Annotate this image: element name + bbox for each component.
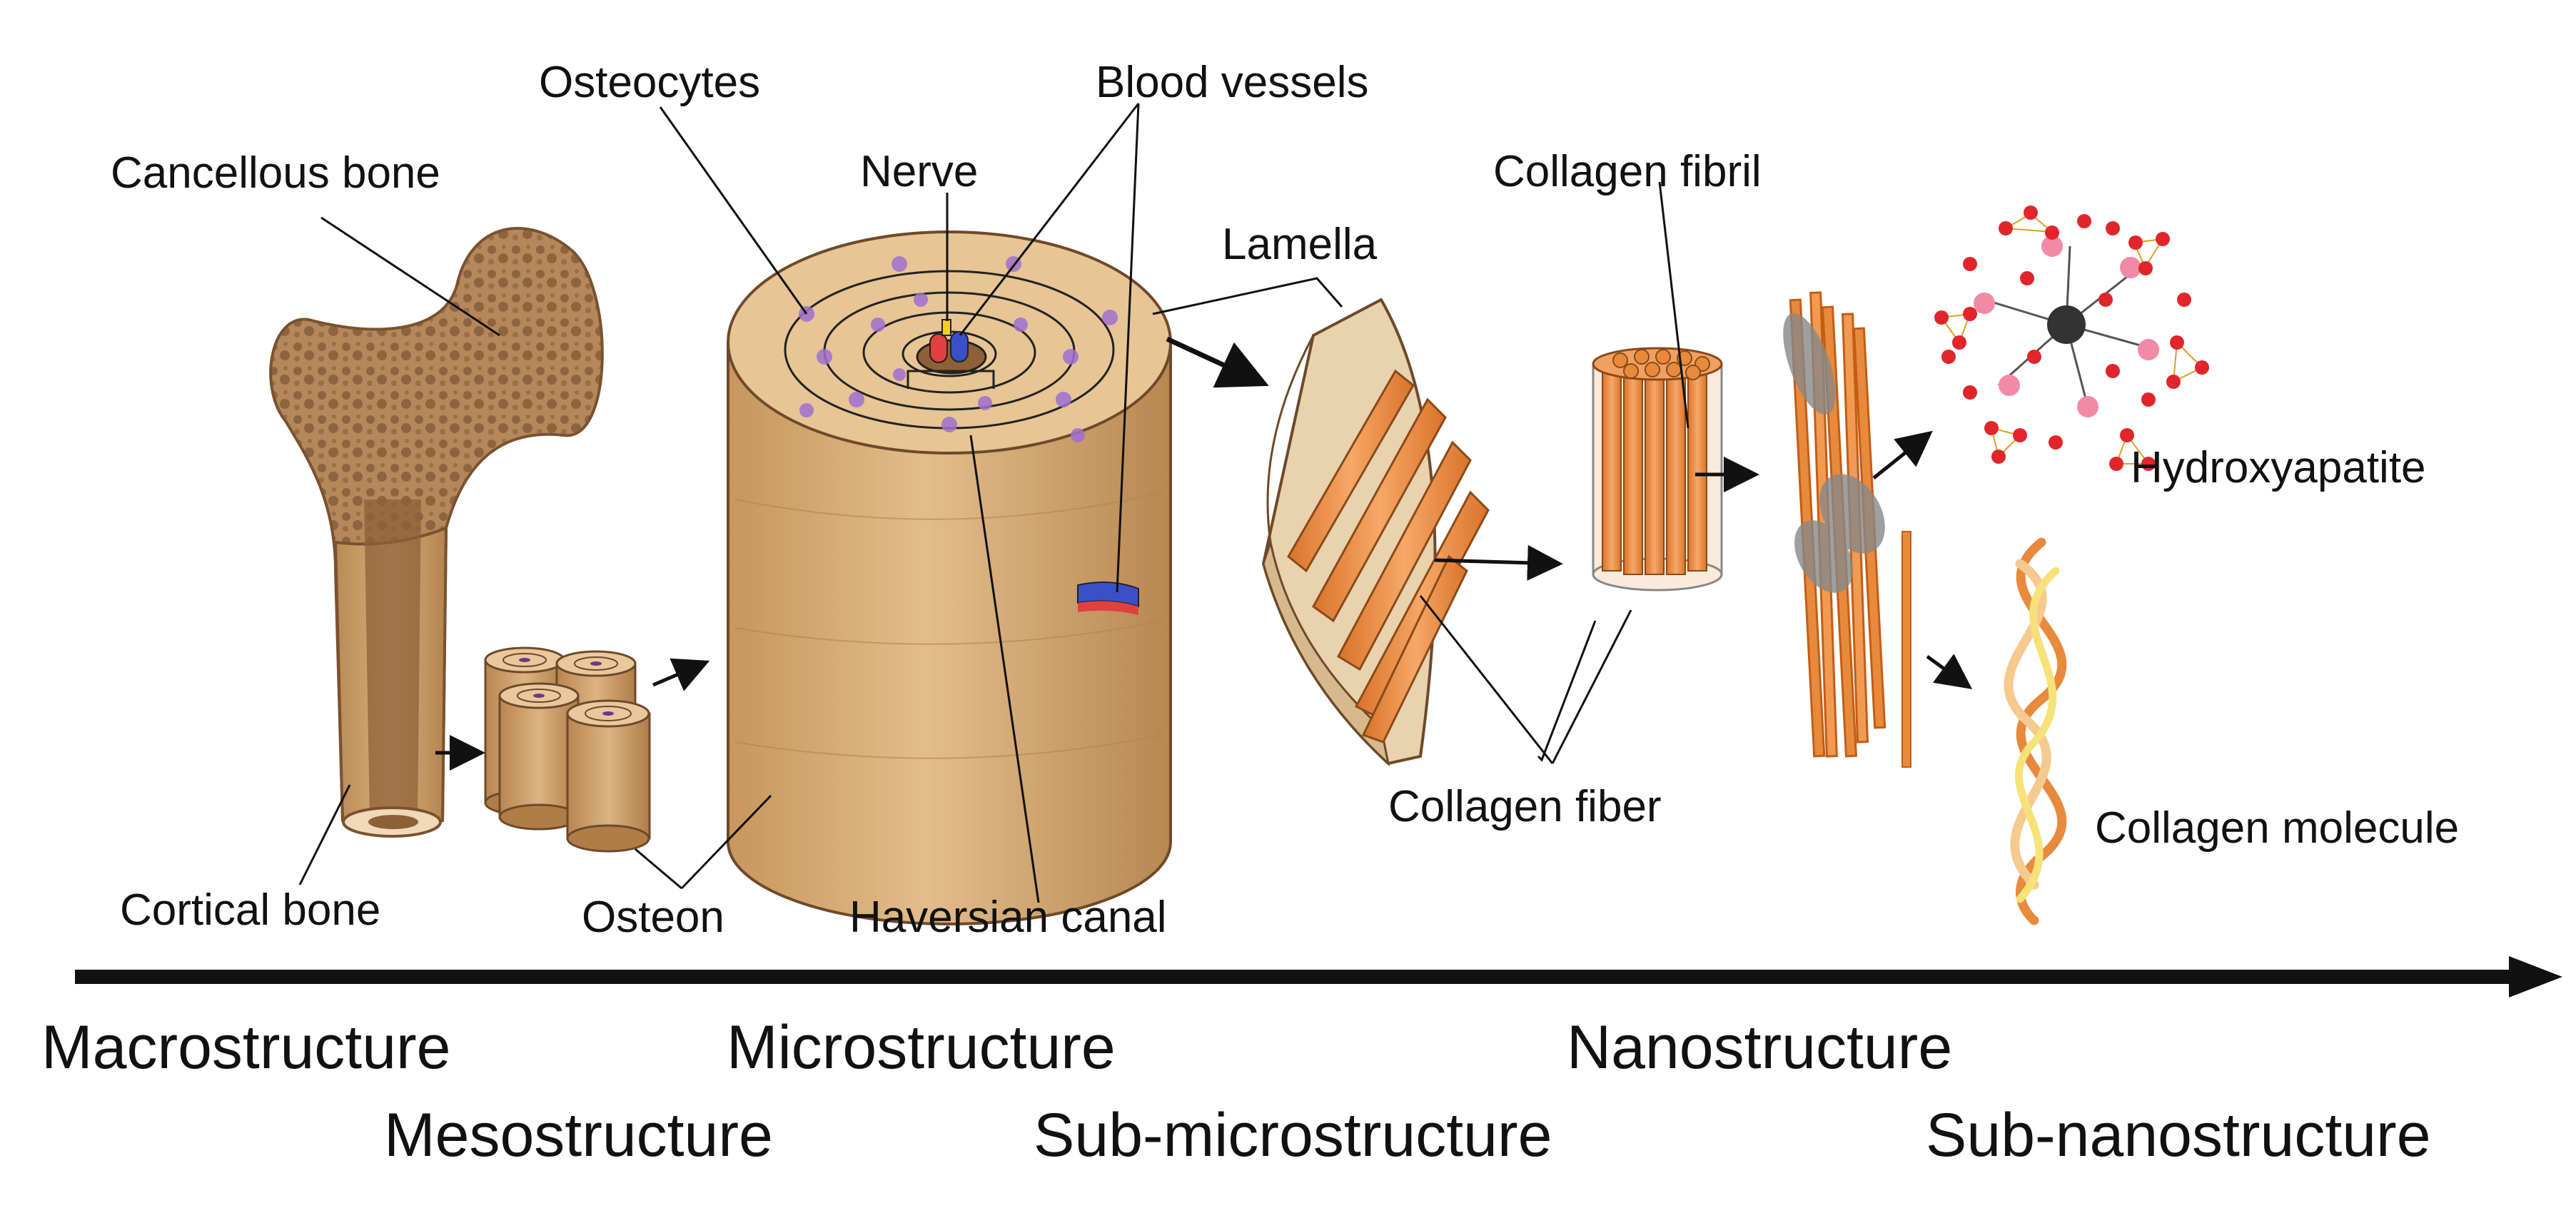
label-lamella: Lamella	[1222, 220, 1378, 269]
scale-sub-nanostructure: Sub-nanostructure	[1926, 1101, 2431, 1169]
label-haversian-canal: Haversian canal	[849, 893, 1167, 942]
label-collagen-fibril: Collagen fibril	[1493, 147, 1762, 196]
osteon-cylinder	[727, 230, 1172, 925]
arrow-fibril-to-molecule	[1926, 654, 1973, 689]
oxygen-ions	[1934, 205, 2209, 471]
osteon-front-left	[498, 682, 580, 831]
single-fibril	[1901, 531, 1911, 768]
collagen-fibrils	[1783, 291, 1911, 768]
leader-lines	[298, 103, 1689, 903]
scale-axis-arrowhead	[2509, 956, 2562, 998]
lamella-fibers	[1287, 369, 1490, 744]
osteon-cluster	[484, 646, 651, 853]
label-blood-vessels: Blood vessels	[1096, 58, 1369, 107]
collagen-fiber-bundle	[1592, 347, 1723, 592]
label-cortical-bone: Cortical bone	[120, 885, 381, 935]
process-arrows	[435, 336, 1973, 771]
lamella-wedge	[1261, 298, 1490, 767]
arrow-fibril-to-hydroxyapatite	[1872, 430, 1933, 479]
mineral-deposits	[1783, 313, 1885, 593]
artery	[929, 333, 948, 363]
scale-macrostructure: Macrostructure	[41, 1013, 451, 1082]
scale-microstructure: Microstructure	[727, 1013, 1116, 1082]
label-osteon: Osteon	[582, 893, 724, 942]
scale-axis	[75, 956, 2562, 998]
nerve-fiber	[941, 319, 951, 336]
arrow-osteon-to-cylinder	[652, 658, 710, 691]
medullary-cavity	[364, 499, 421, 826]
lamella-ring	[862, 311, 1036, 394]
collagen-triple-helix	[2004, 537, 2067, 925]
scale-sub-microstructure: Sub-microstructure	[1034, 1101, 1552, 1169]
label-nerve: Nerve	[860, 147, 979, 196]
scale-nanostructure: Nanostructure	[1567, 1013, 1953, 1082]
hydroxide-center	[2047, 305, 2086, 344]
vessel-side-red	[1078, 601, 1138, 615]
scale-mesostructure: Mesostructure	[384, 1101, 773, 1169]
femur-cut-marrow	[368, 815, 418, 829]
label-hydroxyapatite: Hydroxyapatite	[2131, 443, 2426, 492]
vein	[950, 331, 969, 362]
arrow-lamella-to-fiber	[1434, 544, 1563, 581]
hydroxyapatite-structure	[1934, 205, 2209, 471]
femur-illustration	[269, 227, 604, 838]
label-osteocytes: Osteocytes	[539, 58, 761, 107]
osteon-front-right	[566, 699, 651, 853]
arrow-cylinder-to-lamella	[1166, 336, 1269, 388]
label-collagen-fiber: Collagen fiber	[1388, 782, 1662, 831]
calcium-ions	[1974, 235, 2159, 417]
label-collagen-molecule: Collagen molecule	[2095, 803, 2460, 853]
label-cancellous-bone: Cancellous bone	[111, 148, 440, 198]
